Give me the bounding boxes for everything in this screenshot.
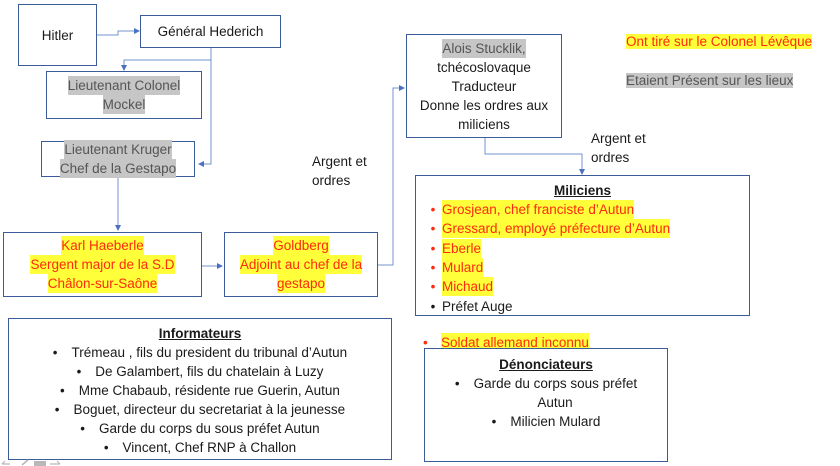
node-stucklik-line3: Traducteur — [451, 78, 517, 94]
bullet: • — [52, 345, 58, 360]
label-argent-right: Argent et ordres — [591, 129, 646, 167]
node-goldberg: Goldberg Adjoint au chef de la gestapo — [224, 232, 378, 297]
bullet: • — [430, 202, 436, 218]
bullet: • — [430, 298, 436, 314]
bullet: • — [430, 279, 436, 295]
label-argent-left-line1: Argent et — [312, 154, 367, 169]
node-haeberle-line3: Châlon-sur-Saône — [47, 274, 158, 293]
node-haeberle-line1: Karl Haeberle — [61, 236, 144, 255]
denonciateurs-box: Dénonciateurs • Garde du corps sous préfe… — [424, 348, 668, 462]
legend-shot: Ont tiré sur le Colonel Lévêque — [626, 32, 813, 51]
miliciens-title: Miliciens — [553, 183, 612, 198]
miliciens-list: • Grosjean, chef franciste d’Autun • Gressa… — [416, 200, 749, 316]
informateur-text: Trémeau , fils du president du tribunal … — [71, 345, 348, 360]
milicien-name: Michaud — [442, 277, 494, 297]
bullet: • — [60, 383, 65, 398]
node-stucklik-line2: tchécoslovaque — [437, 59, 531, 75]
informateur-text: Boguet, directeur du secretariat à la je… — [73, 402, 346, 417]
connector-general-mockel — [121, 47, 212, 71]
informateur-item: • Mme Chabaub, résidente rue Guerin, Autu… — [53, 381, 347, 400]
milicien-item: • Préfet Auge — [416, 296, 749, 315]
informateurs-box: Informateurs • Trémeau , fils du presiden… — [8, 318, 392, 460]
bullet: • — [76, 364, 82, 379]
milicien-name: Mulard — [442, 258, 484, 278]
milicien-name: Eberle — [442, 238, 482, 258]
slide-nav-controls[interactable] — [0, 458, 70, 466]
informateur-item: • Boguet, directeur du secretariat à la j… — [53, 400, 347, 419]
prev-arrow-icon — [1, 460, 10, 465]
node-hitler-label: Hitler — [41, 27, 74, 43]
bullet: • — [491, 414, 497, 429]
label-argent-left-line2: ordres — [312, 173, 351, 188]
node-kruger: Lieutenant Kruger Chef de la Gestapo — [41, 140, 195, 178]
milicien-item: • Mulard — [416, 258, 749, 278]
informateur-item: • Vincent, Chef RNP à Challon — [53, 438, 347, 457]
milicien-item: • Michaud — [416, 277, 749, 297]
soldat-inconnu: • Soldat allemand inconnu — [415, 333, 589, 352]
miliciens-box: Miliciens • Grosjean, chef franciste d’Au… — [415, 175, 750, 316]
node-stucklik-line1: Alois Stucklik, — [442, 38, 526, 58]
label-argent-right-line2: ordres — [591, 150, 630, 165]
legend-present: Etaient Présent sur les lieux — [626, 71, 794, 90]
denonciateurs-item-1-text: Garde du corps sous préfet — [473, 376, 638, 391]
informateur-item: • De Galambert, fils du chatelain à Luzy — [53, 362, 347, 381]
bullet: • — [103, 440, 109, 455]
bullet: • — [430, 240, 436, 256]
legend-shot-text: Ont tiré sur le Colonel Lévêque — [626, 34, 813, 49]
informateur-text: Garde du corps du sous préfet Autun — [99, 421, 320, 436]
node-general-hederich: Général Hederich — [140, 15, 281, 48]
node-haeberle-line2: Sergent major de la S.D — [30, 255, 175, 274]
node-kruger-line1: Lieutenant Kruger — [64, 140, 172, 159]
node-goldberg-line1: Goldberg — [273, 236, 329, 255]
node-haeberle: Karl Haeberle Sergent major de la S.D Ch… — [3, 232, 202, 297]
soldat-bullet: • — [423, 335, 428, 350]
denonciateurs-item-2-text: Milicien Mulard — [510, 414, 601, 429]
label-argent-left: Argent et ordres — [312, 152, 367, 190]
node-stucklik-line4: Donne les ordres aux — [419, 97, 549, 113]
slides-icon — [34, 461, 46, 466]
informateur-item: • Trémeau , fils du president du tribunal… — [53, 343, 347, 362]
node-stucklik-line5: miliciens — [458, 116, 510, 132]
bullet: • — [430, 260, 436, 276]
bullet: • — [454, 376, 460, 391]
bullet: • — [430, 221, 436, 237]
node-general-label: Général Hederich — [157, 24, 264, 39]
node-goldberg-line2: Adjoint au chef de la — [239, 255, 363, 274]
node-mockel-line2: Mockel — [102, 95, 146, 114]
informateur-text: De Galambert, fils du chatelain à Luzy — [95, 364, 324, 379]
milicien-name: Préfet Auge — [442, 298, 513, 314]
connector-stucklik-miliciens — [484, 138, 585, 175]
next-arrow-icon — [50, 460, 61, 465]
node-kruger-line2: Chef de la Gestapo — [59, 159, 177, 178]
informateurs-title: Informateurs — [158, 326, 242, 341]
node-mockel: Lieutenant Colonel Mockel — [46, 71, 202, 119]
milicien-item: • Eberle — [416, 238, 749, 258]
milicien-name: Grosjean, chef franciste d’Autun — [442, 200, 635, 220]
bullet: • — [54, 402, 60, 417]
connector-hitler-general — [96, 28, 140, 36]
informateurs-list: • Trémeau , fils du president du tribunal… — [53, 343, 347, 457]
informateur-item: • Garde du corps du sous préfet Autun — [53, 419, 347, 438]
milicien-item: • Grosjean, chef franciste d’Autun — [416, 200, 749, 220]
bullet: • — [80, 421, 86, 436]
denonciateurs-item-2: • Milicien Mulard — [492, 412, 601, 431]
soldat-text: Soldat allemand inconnu — [441, 333, 589, 352]
milicien-name: Gressard, employé préfecture d’Autun — [442, 219, 671, 239]
label-argent-right-line1: Argent et — [591, 131, 646, 146]
milicien-item: • Gressard, employé préfecture d’Autun — [416, 219, 749, 239]
node-stucklik: Alois Stucklik, tchécoslovaque Traducteu… — [406, 34, 562, 138]
informateur-text: Mme Chabaub, résidente rue Guerin, Autun — [78, 383, 340, 398]
node-hitler: Hitler — [18, 4, 97, 66]
pen-icon — [21, 459, 29, 466]
denonciateurs-title: Dénonciateurs — [499, 357, 593, 372]
informateur-text: Vincent, Chef RNP à Challon — [122, 440, 297, 455]
legend-present-text: Etaient Présent sur les lieux — [626, 73, 794, 88]
denonciateurs-item-1-cont: Autun — [537, 395, 573, 410]
node-goldberg-line3: gestapo — [276, 274, 326, 293]
node-mockel-line1: Lieutenant Colonel — [67, 76, 181, 95]
denonciateurs-item-1: • Garde du corps sous préfet — [455, 374, 637, 393]
